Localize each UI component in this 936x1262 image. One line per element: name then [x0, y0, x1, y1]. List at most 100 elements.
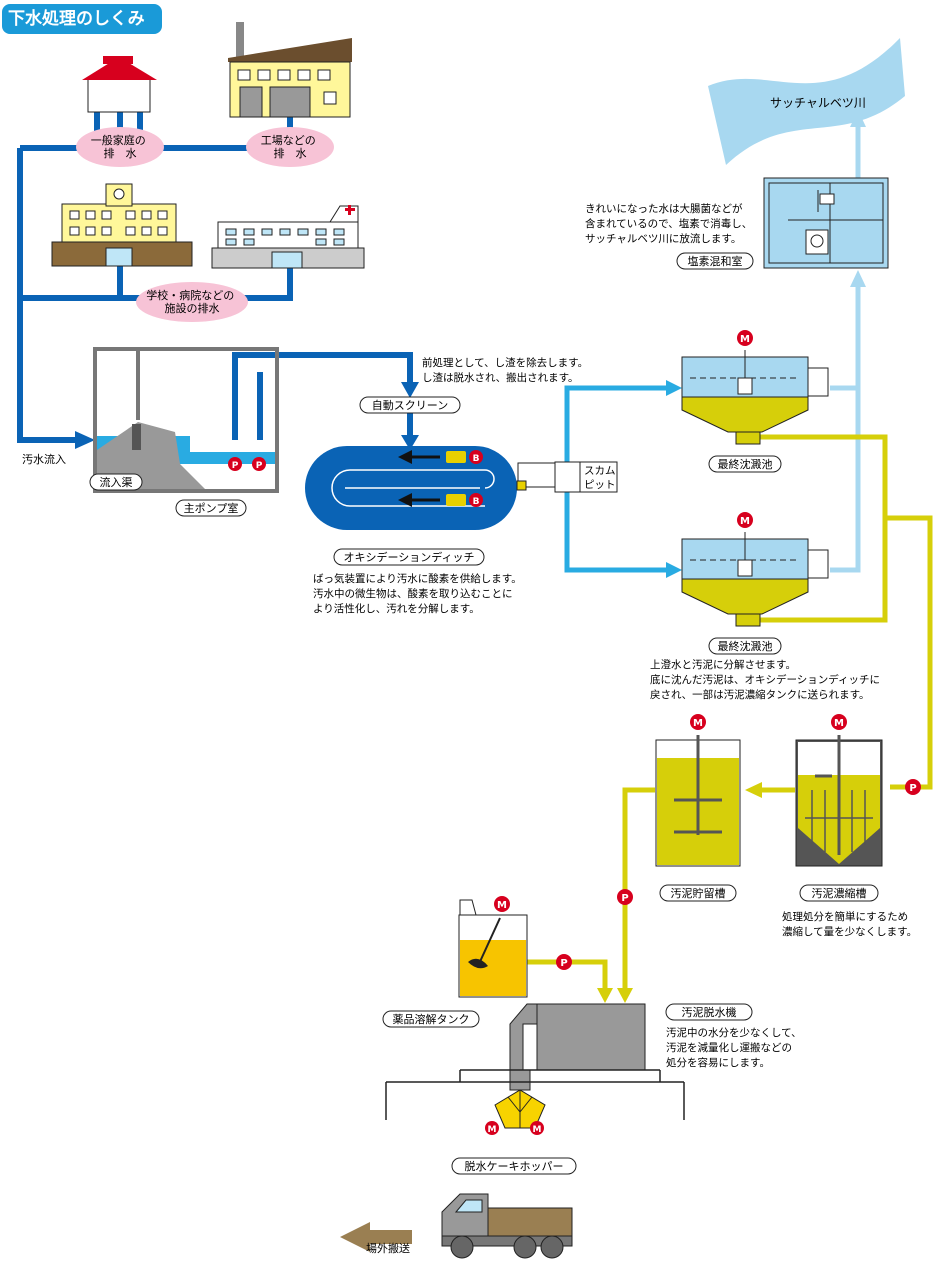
blower-icon-symbol: B: [473, 454, 480, 464]
sludge-arrowhead-2: [597, 988, 613, 1003]
storage-label: 汚泥貯留槽: [671, 887, 726, 900]
pump-icon-symbol: P: [560, 958, 567, 969]
motor-icon: [690, 714, 706, 730]
inflow-channel-frame: [89, 473, 143, 491]
flow-in-label: 汚水流入: [22, 452, 66, 466]
factory-icon: [228, 22, 352, 118]
school-icon: [51, 183, 193, 267]
dewater-label: 汚泥脱水機: [682, 1005, 737, 1019]
thickener-label: 汚泥濃縮槽: [812, 886, 867, 900]
thickener-note: 処理処分を簡単にするため 濃縮して量を少なくします。: [782, 910, 917, 938]
flow-arrowhead: [398, 493, 412, 507]
export-label: 場外搬送: [366, 1241, 410, 1255]
inflow-arrowhead: [75, 431, 95, 449]
clarifier-1-label: 最終沈澱池: [718, 457, 773, 471]
ditch-label: オキシデーションディッチ: [343, 550, 474, 564]
ditch-frame: [333, 548, 485, 566]
chlorine-room: [763, 177, 889, 269]
house-icon: [82, 56, 157, 113]
pump-icon: [252, 457, 266, 471]
river-shape: [708, 38, 905, 165]
pump-room-frame: [175, 499, 247, 517]
motor-icon: [530, 1121, 544, 1135]
chlorine-frame: [676, 252, 754, 270]
home-label: 一般家庭の 排 水: [91, 133, 150, 160]
motor-icon: [831, 714, 847, 730]
scum-pit-label: スカム ピット: [584, 465, 619, 491]
clarifier-note: 上澄水と汚泥に分解させます。 底に沈んだ汚泥は、オキシデーションディッチに 戻さ…: [650, 658, 883, 701]
pump-icon-symbol: P: [909, 783, 916, 794]
thickener-frame: [799, 884, 879, 902]
page-title: 下水処理のしくみ: [2, 4, 162, 34]
water-arrowhead-1: [666, 380, 682, 396]
storage-tank: [655, 735, 741, 867]
chemical-tank: [458, 899, 528, 998]
storage-frame: [659, 884, 737, 902]
clarifier-1: [681, 350, 829, 445]
dewater-frame: [665, 1003, 753, 1021]
chlorine-label: 塩素混和室: [688, 254, 743, 268]
screen-arrowhead-1: [401, 382, 419, 398]
factory-label-bubble: [246, 127, 334, 167]
motor-icon-symbol: M: [740, 334, 750, 345]
chlorine-note: きれいになった水は大腸菌などが 含まれているので、塩素で消毒し、 サッチャルベツ…: [585, 202, 756, 245]
motor-icon: [737, 512, 753, 528]
motor-icon: [494, 896, 510, 912]
motor-icon: [485, 1121, 499, 1135]
sludge-pipes: [527, 434, 933, 990]
sludge-arrowhead-3: [617, 988, 633, 1003]
pump-icon-symbol: P: [232, 461, 239, 471]
motor-icon-symbol: M: [693, 718, 703, 729]
motor-icon-symbol: M: [533, 1125, 542, 1135]
factory-label: 工場などの 排 水: [261, 134, 320, 160]
motor-icon-symbol: M: [740, 516, 750, 527]
clarifier-1-frame: [708, 455, 782, 473]
school-label: 学校・病院などの 施設の排水: [146, 288, 238, 315]
motor-icon-symbol: M: [488, 1125, 497, 1135]
dewater-note: 汚泥中の水分を少なくして、 汚泥を減量化し運搬などの 処分を容易にします。: [666, 1026, 805, 1069]
blower-icon: [469, 450, 483, 464]
flow-arrowhead: [398, 450, 412, 464]
pump-room-label: 主ポンプ室: [184, 501, 239, 515]
motor-icon-symbol: M: [834, 718, 844, 729]
blower-icon-symbol: B: [473, 497, 480, 507]
motor-icon-symbol: M: [497, 900, 507, 911]
hopper-frame: [451, 1157, 577, 1175]
chemical-tank-frame: [382, 1010, 480, 1028]
inflow-channel-label: 流入渠: [100, 475, 133, 489]
dewatering-machine: [385, 1003, 685, 1129]
pump-icon: [617, 889, 633, 905]
screen-frame: [359, 396, 461, 414]
clarifier-2-label: 最終沈澱池: [718, 639, 773, 653]
screen-arrowhead-2: [401, 435, 419, 450]
water-arrowhead-2: [666, 562, 682, 578]
oxidation-ditch: [305, 446, 556, 530]
pump-icon: [228, 457, 242, 471]
screen-note: 前処理として、し渣を除去します。 し渣は脱水され、搬出されます。: [422, 356, 591, 384]
screen-label: 自動スクリーン: [372, 398, 448, 412]
motor-icon: [737, 330, 753, 346]
clarifier-2: [681, 532, 829, 627]
blower-icon: [469, 493, 483, 507]
pump-icon-symbol: P: [621, 893, 628, 904]
scum-pit-box: [554, 461, 618, 493]
hopper-label: 脱水ケーキホッパー: [465, 1159, 564, 1173]
home-label-bubble: [76, 127, 164, 167]
thickener-tank: [795, 735, 883, 867]
truck-icon: [441, 1193, 573, 1259]
export-arrow: [340, 1222, 412, 1252]
sewage-pipes: [17, 110, 413, 443]
river-label: サッチャルベツ川: [770, 96, 866, 110]
water-pipes: [564, 385, 668, 573]
clean-arrowhead-2: [850, 110, 866, 127]
inflow-structure: [93, 347, 279, 493]
ditch-flow-arrows: [410, 455, 440, 502]
ditch-note: ばっ気装置により汚水に酸素を供給します。 汚水中の微生物は、酸素を取り込むことに…: [313, 572, 525, 615]
pump-icon-symbol: P: [256, 461, 263, 471]
pump-icon: [556, 954, 572, 970]
clarifier-2-frame: [708, 637, 782, 655]
sludge-arrowhead-1: [745, 782, 762, 798]
school-label-bubble: [136, 282, 248, 322]
pump-icon: [905, 779, 921, 795]
